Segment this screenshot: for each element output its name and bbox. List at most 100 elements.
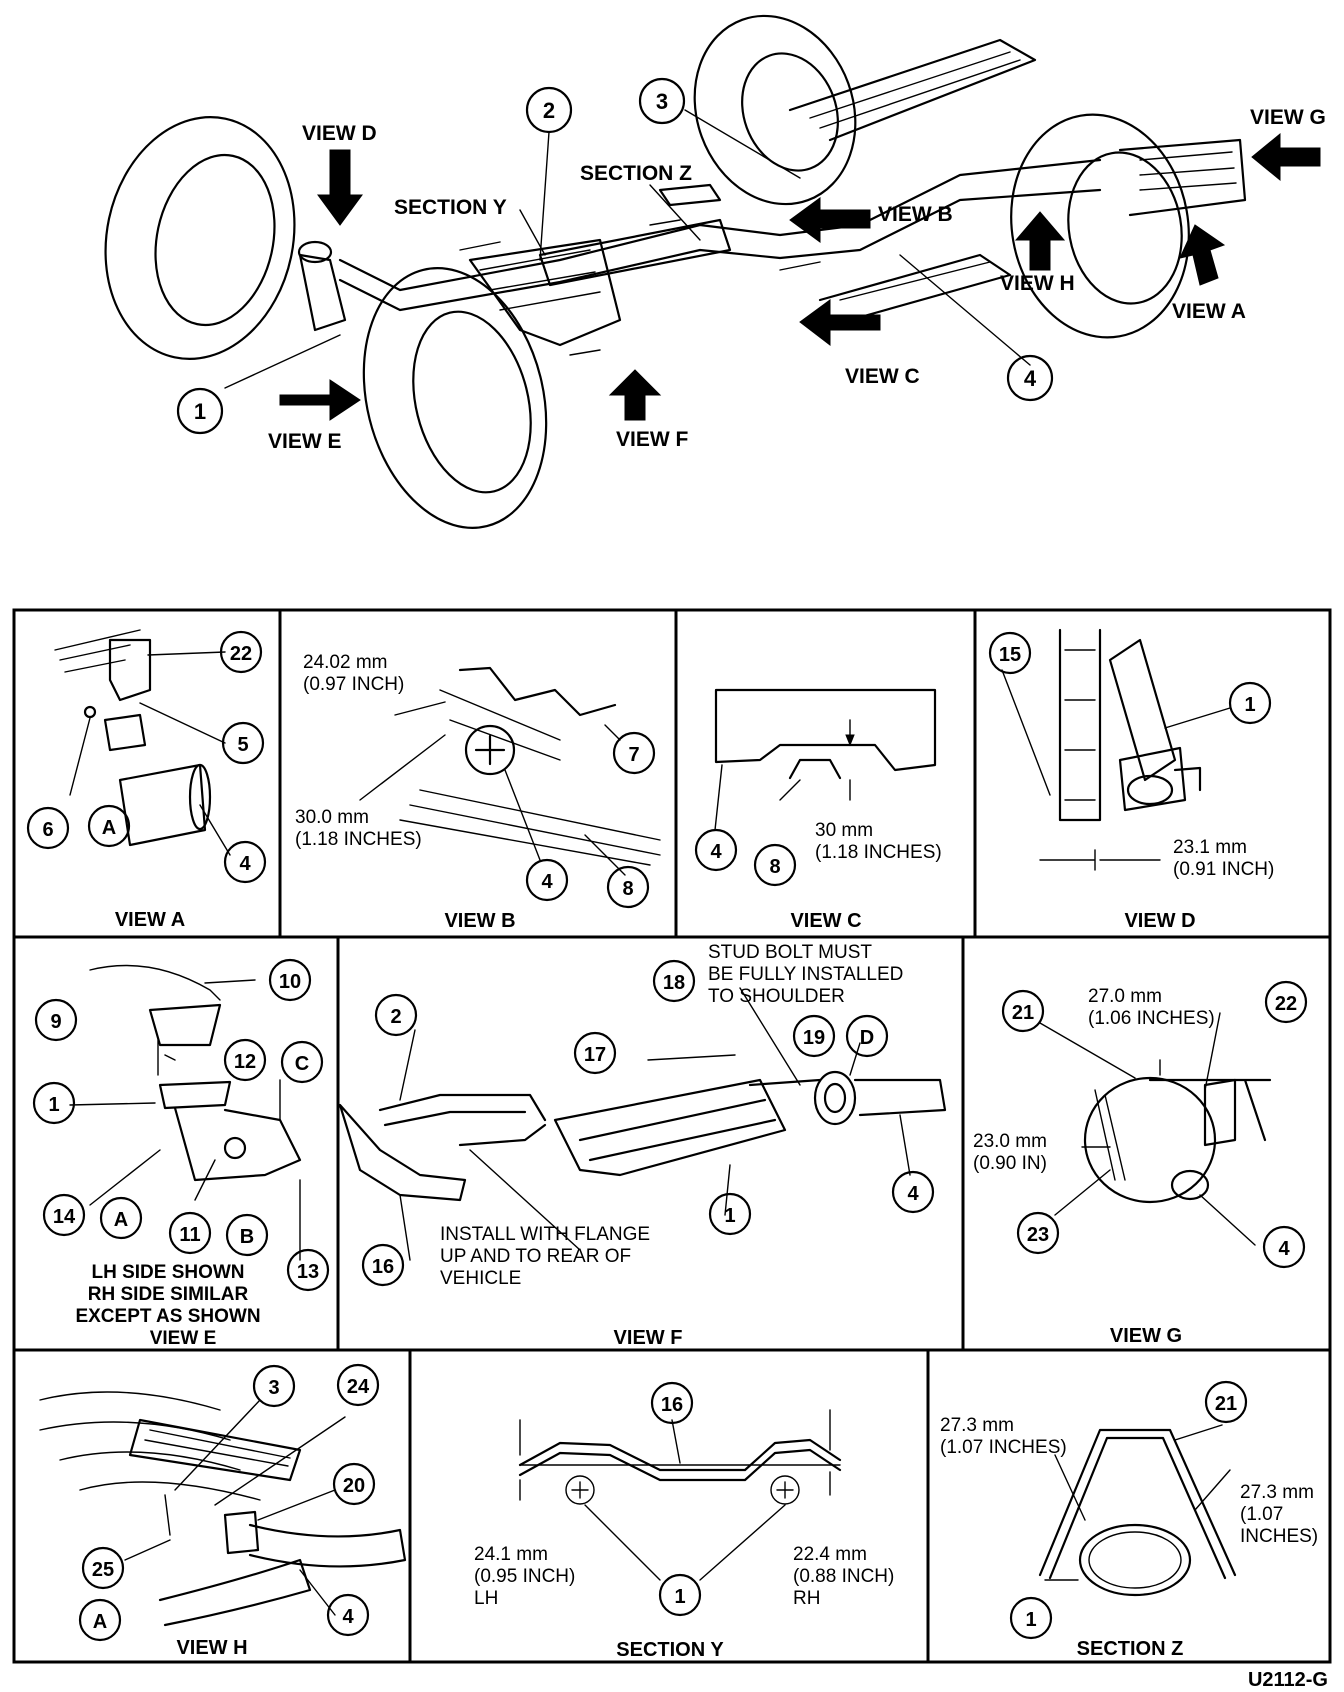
svg-text:19: 19 [803,1027,825,1049]
panel-section-y: 16 1 24.1 mm (0.95 INCH) LH 22.4 mm (0.8… [474,1381,894,1661]
label-section-z: SECTION Z [580,162,692,185]
svg-text:23.0 mm: 23.0 mm [973,1131,1047,1152]
label-view-b: VIEW B [878,203,953,226]
title-view-c: VIEW C [790,910,861,932]
label-view-e: VIEW E [268,430,342,453]
arrow-view-d [317,149,363,226]
svg-text:1: 1 [48,1094,59,1116]
tire-right-rear-rim [1067,151,1183,305]
title-view-e: VIEW E [150,1328,217,1349]
arrow-view-h [1014,211,1066,271]
svg-text:(1.18 INCHES): (1.18 INCHES) [295,829,422,850]
tire-right-rear [1010,113,1190,339]
title-view-h: VIEW H [176,1637,247,1659]
panel-view-g: 27.0 mm (1.06 INCHES) 23.0 mm (0.90 IN) … [973,980,1308,1347]
svg-text:4: 4 [1024,366,1037,391]
svg-text:4: 4 [1278,1238,1290,1260]
svg-text:2: 2 [390,1006,401,1028]
title-view-f: VIEW F [614,1327,683,1349]
svg-text:21: 21 [1012,1002,1034,1024]
title-view-d: VIEW D [1124,910,1195,932]
title-view-b: VIEW B [444,910,515,932]
svg-text:A: A [93,1611,107,1633]
svg-text:11: 11 [179,1224,200,1246]
svg-text:6: 6 [42,819,53,841]
svg-text:D: D [860,1027,874,1049]
svg-text:25: 25 [92,1559,114,1581]
svg-text:(1.07 INCHES): (1.07 INCHES) [940,1437,1067,1458]
svg-text:24.02 mm: 24.02 mm [303,652,387,673]
arrow-view-f [608,369,662,421]
svg-text:TO SHOULDER: TO SHOULDER [708,986,845,1007]
svg-text:20: 20 [343,1475,365,1497]
tire-left-front [104,116,296,360]
svg-text:23: 23 [1027,1224,1049,1246]
svg-text:UP AND TO REAR OF: UP AND TO REAR OF [440,1246,631,1267]
svg-text:C: C [295,1053,309,1075]
svg-text:1: 1 [674,1586,685,1608]
svg-text:24.1 mm: 24.1 mm [474,1544,548,1565]
svg-text:(0.95 INCH): (0.95 INCH) [474,1566,575,1587]
svg-text:8: 8 [622,878,633,900]
svg-text:A: A [114,1209,128,1231]
svg-text:22: 22 [1275,993,1297,1015]
svg-text:8: 8 [769,856,780,878]
svg-text:1: 1 [194,399,206,424]
arrow-view-b [789,197,871,243]
svg-text:17: 17 [584,1044,606,1066]
arrow-view-g [1251,132,1321,182]
svg-text:27.3 mm: 27.3 mm [940,1415,1014,1436]
svg-text:4: 4 [907,1183,919,1205]
tire-left-middle-rim [412,310,532,494]
overview-callouts: 1 2 3 4 [176,77,1054,435]
panel-view-c: 30 mm (1.18 INCHES) 4 8 VIEW C [694,688,942,932]
svg-text:5: 5 [237,734,248,756]
svg-text:(0.91 INCH): (0.91 INCH) [1173,859,1274,880]
panel-view-a: 22 5 6 A 4 VIEW A [26,629,267,931]
svg-text:15: 15 [999,644,1021,666]
svg-text:(0.90 IN): (0.90 IN) [973,1153,1047,1174]
svg-text:18: 18 [663,972,685,994]
svg-text:13: 13 [297,1261,319,1283]
label-view-d: VIEW D [302,122,377,145]
title-view-a: VIEW A [115,909,185,931]
overview-view-labels: VIEW D SECTION Y SECTION Z VIEW G VIEW B… [268,106,1326,453]
figure-id: U2112-G [1248,1669,1328,1691]
panel-view-h: 3 24 20 25 A 4 VIEW H [39,1363,407,1659]
svg-text:RH: RH [793,1588,820,1609]
svg-text:4: 4 [239,853,251,875]
svg-text:VEHICLE: VEHICLE [440,1268,521,1289]
svg-text:22: 22 [230,643,252,665]
callout-2: 2 [525,86,573,134]
svg-text:(1.06 INCHES): (1.06 INCHES) [1088,1008,1215,1029]
svg-text:4: 4 [342,1606,354,1628]
svg-text:4: 4 [541,871,553,893]
svg-text:23.1 mm: 23.1 mm [1173,837,1247,858]
arrow-view-c [799,299,881,347]
svg-text:30.0 mm: 30.0 mm [295,807,369,828]
svg-text:B: B [240,1226,254,1248]
label-section-y: SECTION Y [394,196,507,219]
svg-text:INCHES): INCHES) [1240,1526,1318,1547]
overview-drawing [104,14,1247,529]
tire-top-rear [693,14,857,206]
title-view-g: VIEW G [1110,1325,1182,1347]
svg-text:(1.18 INCHES): (1.18 INCHES) [815,842,942,863]
svg-text:STUD BOLT MUST: STUD BOLT MUST [708,942,872,963]
svg-text:22.4 mm: 22.4 mm [793,1544,867,1565]
arrow-view-e [279,379,361,421]
svg-text:24: 24 [347,1376,370,1398]
title-section-z: SECTION Z [1077,1638,1184,1660]
svg-text:1: 1 [724,1205,735,1227]
tire-top-rear-rim [741,52,839,172]
svg-text:1: 1 [1025,1609,1036,1631]
svg-text:1: 1 [1244,694,1255,716]
svg-text:27.0 mm: 27.0 mm [1088,986,1162,1007]
panel-view-f: STUD BOLT MUST BE FULLY INSTALLED TO SHO… [338,942,947,1349]
svg-text:LH SIDE SHOWN: LH SIDE SHOWN [91,1262,244,1283]
label-view-g: VIEW G [1250,106,1326,129]
tire-left-middle [362,267,548,529]
callout-4: 4 [1006,354,1054,402]
